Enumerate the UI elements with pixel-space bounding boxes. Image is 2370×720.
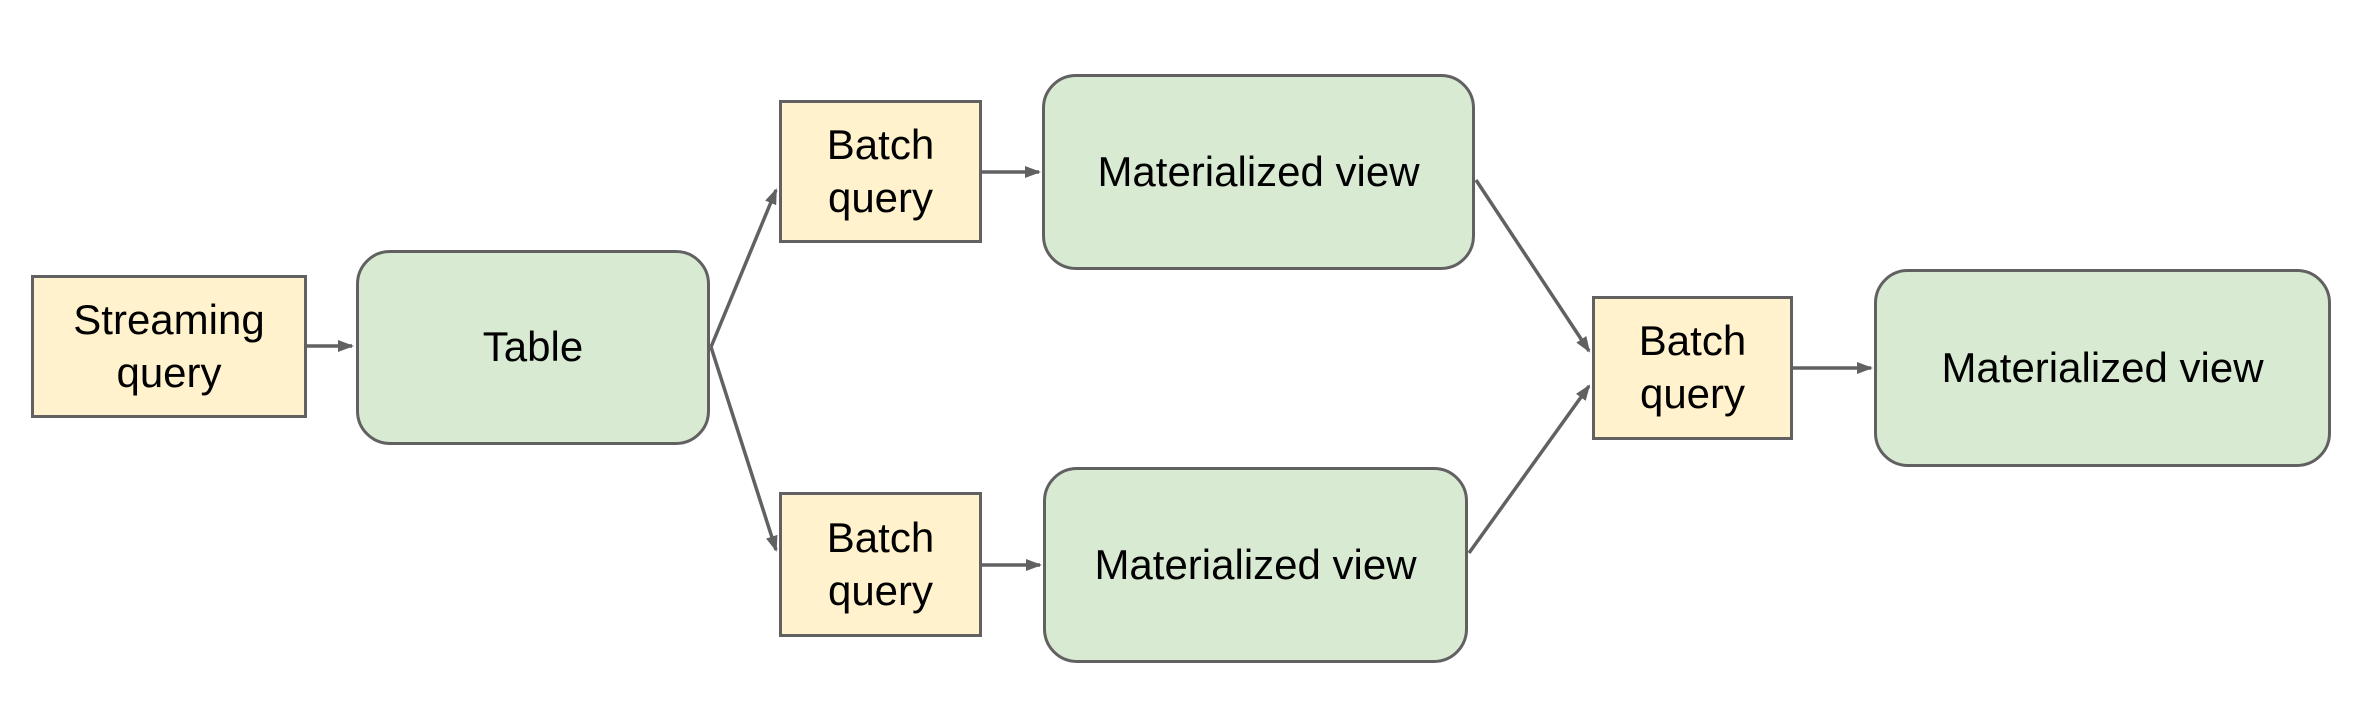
node-table-label: Table	[482, 323, 584, 371]
node-table[interactable]: Table	[356, 250, 710, 445]
connector-mv-top-to-batch-merge	[1474, 179, 1591, 353]
node-materialized-view-top-label: Materialized view	[1097, 147, 1420, 195]
node-streaming-query-label: Streaming query	[73, 295, 265, 396]
connector-table-to-batch-top	[709, 188, 778, 348]
node-materialized-view-top[interactable]: Materialized view	[1042, 74, 1475, 270]
node-materialized-view-bottom[interactable]: Materialized view	[1043, 467, 1468, 663]
node-batch-query-top[interactable]: Batch query	[779, 100, 982, 243]
node-materialized-view-final-label: Materialized view	[1941, 343, 2264, 391]
node-batch-query-bottom-label: Batch query	[826, 513, 935, 614]
node-batch-query-top-label: Batch query	[826, 120, 935, 221]
connector-mv-bottom-to-batch-merge	[1467, 384, 1591, 555]
node-batch-query-bottom[interactable]: Batch query	[779, 492, 982, 637]
node-batch-query-merge-label: Batch query	[1638, 317, 1747, 417]
node-streaming-query[interactable]: Streaming query	[31, 275, 307, 418]
node-materialized-view-bottom-label: Materialized view	[1094, 540, 1417, 588]
node-batch-query-merge[interactable]: Batch query	[1592, 296, 1793, 440]
node-materialized-view-final[interactable]: Materialized view	[1874, 269, 2331, 467]
connector-table-to-batch-bottom	[709, 346, 778, 552]
